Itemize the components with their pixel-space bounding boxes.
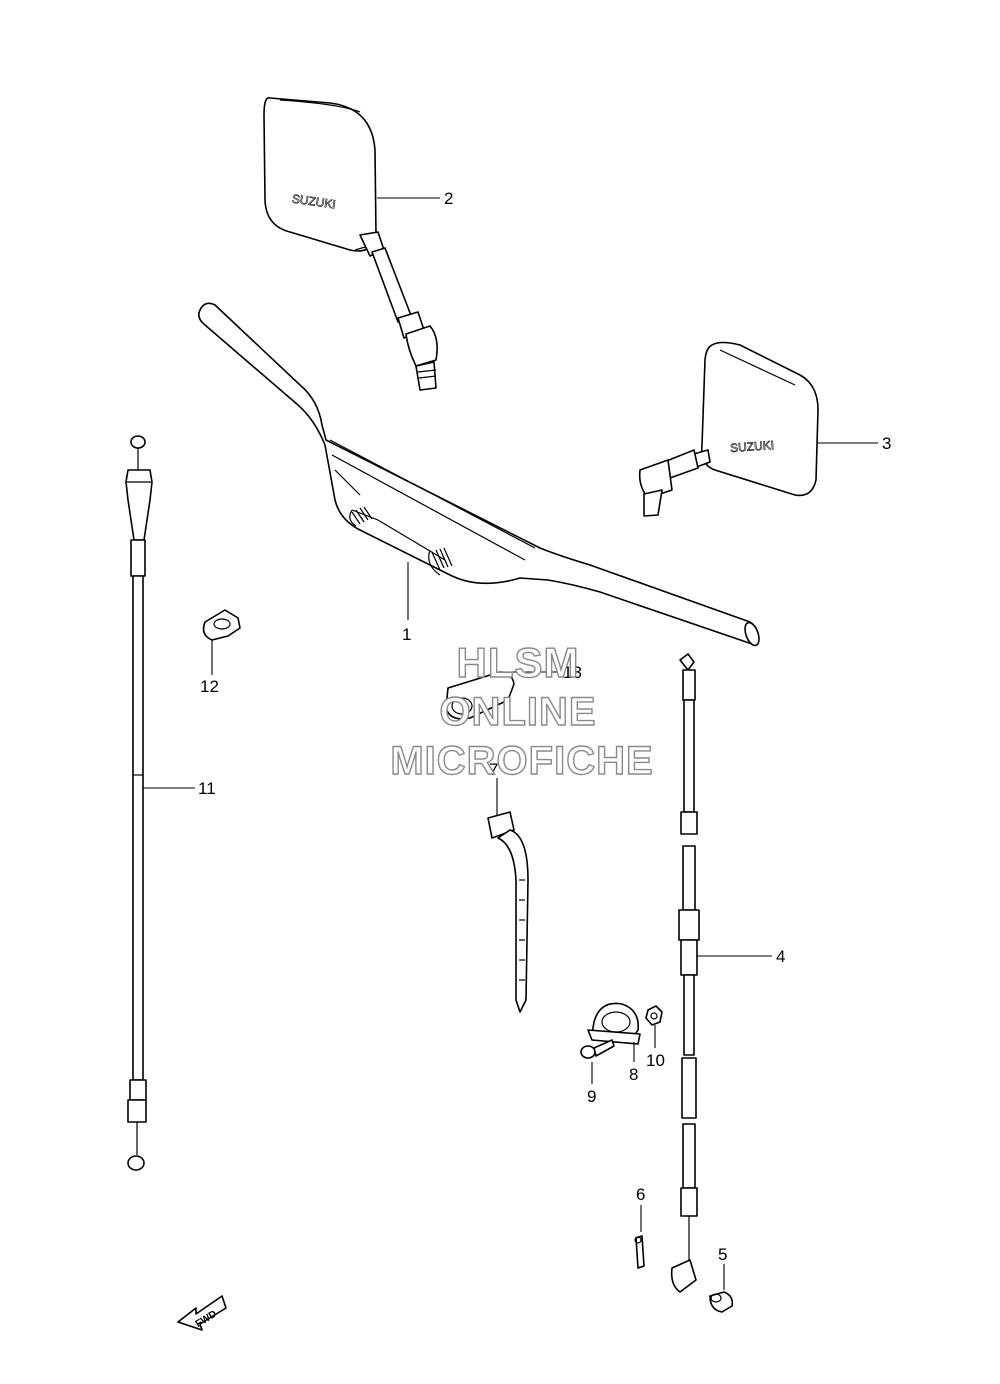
callout-6: 6 xyxy=(636,1185,645,1204)
watermark-line2: ONLINE xyxy=(439,690,596,734)
knurl-right xyxy=(431,547,453,571)
callout-1: 1 xyxy=(402,625,411,644)
watermark: HLSM ONLINE MICROFICHE xyxy=(390,638,654,783)
cable-tie xyxy=(487,811,529,1013)
mirror-left: SUZUKI xyxy=(263,97,438,391)
screw-9 xyxy=(580,1039,615,1059)
callout-10: 10 xyxy=(646,1051,665,1070)
clamp-8 xyxy=(587,1002,641,1045)
pin-6 xyxy=(634,1235,645,1269)
callout-5: 5 xyxy=(718,1245,727,1264)
nut-10 xyxy=(645,1005,663,1026)
callout-7: 7 xyxy=(489,760,498,779)
knurl-left xyxy=(351,506,373,525)
mirror-right-brand: SUZUKI xyxy=(730,438,775,455)
plug-5 xyxy=(709,1291,734,1313)
mirror-right: SUZUKI xyxy=(638,341,819,517)
watermark-line3: MICROFICHE xyxy=(390,739,653,783)
clamp-small xyxy=(202,609,241,641)
cable-right xyxy=(670,653,700,1293)
handlebar xyxy=(198,302,760,647)
callout-3: 3 xyxy=(882,434,891,453)
callout-13: 13 xyxy=(563,663,582,682)
holder-13 xyxy=(445,671,515,720)
callout-11: 11 xyxy=(198,779,216,798)
callout-12: 12 xyxy=(200,677,219,696)
fwd-arrow-icon: FWD xyxy=(177,1295,227,1331)
mirror-left-brand: SUZUKI xyxy=(291,192,337,212)
callout-9: 9 xyxy=(587,1087,596,1106)
callout-8: 8 xyxy=(629,1065,638,1084)
callout-2: 2 xyxy=(444,189,453,208)
watermark-line1: HLSM xyxy=(457,639,580,686)
cable-left xyxy=(125,435,153,1171)
callout-4: 4 xyxy=(776,947,785,966)
